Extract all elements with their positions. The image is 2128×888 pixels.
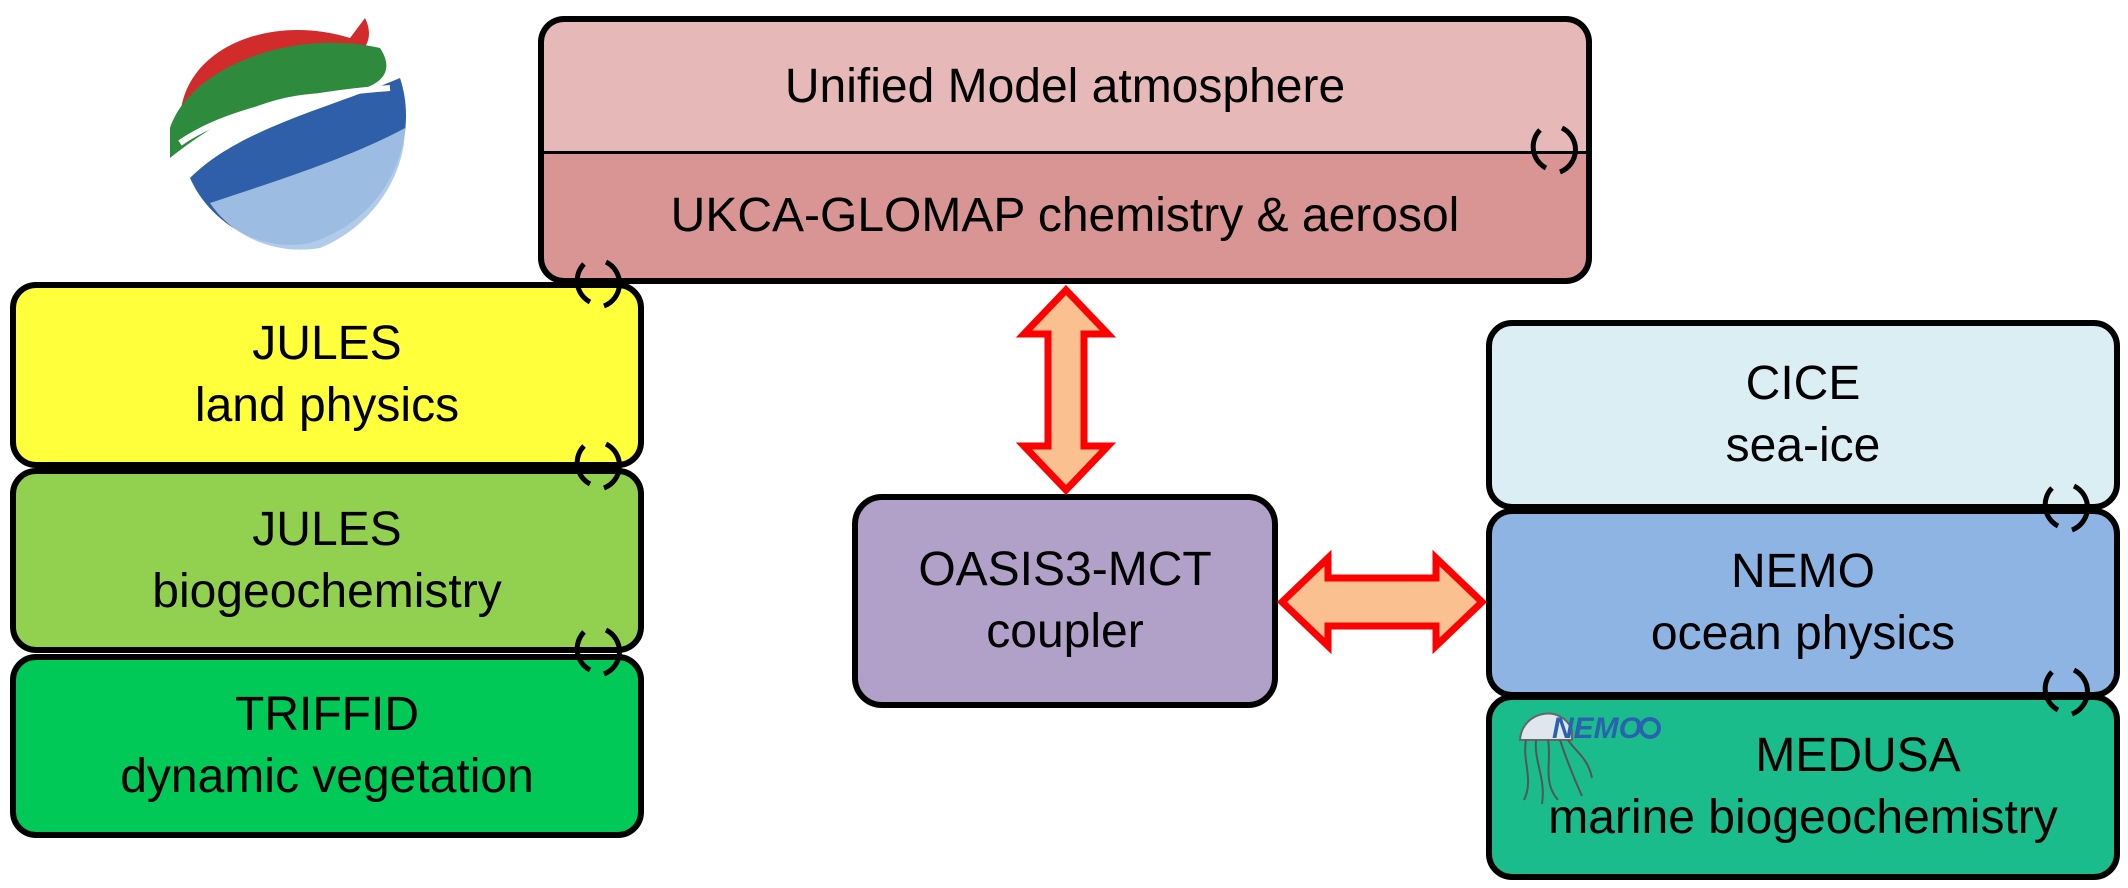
coupling-marker-jules-bgc: [574, 441, 622, 491]
jules-bgc-box: JULES biogeochemistry: [10, 468, 644, 653]
medusa-box: MEDUSA marine biogeochemistry: [1486, 694, 2120, 880]
jules-land-line2: land physics: [194, 379, 460, 432]
triffid-line2: dynamic vegetation: [120, 750, 534, 803]
coupling-marker-cice-nemo: [2042, 483, 2090, 533]
nemo-jellyfish-logo-icon: NEMO: [1518, 712, 1661, 805]
triffid-box: TRIFFID dynamic vegetation: [10, 654, 644, 838]
atmosphere-label: Unified Model atmosphere: [784, 59, 1346, 113]
chemistry-box: UKCA-GLOMAP chemistry & aerosol: [538, 151, 1592, 284]
coupling-marker-atmos-chem: [1530, 125, 1578, 175]
jules-bgc-line1: JULES: [252, 502, 402, 556]
coupler-line2: coupler: [986, 605, 1144, 658]
coupler-line1: OASIS3-MCT: [918, 543, 1212, 596]
cice-line2: sea-ice: [1725, 419, 1881, 472]
coupling-marker-chem-jules: [574, 259, 622, 309]
jules-land-box: JULES land physics: [10, 282, 644, 468]
cice-line1: CICE: [1745, 357, 1861, 410]
chemistry-label: UKCA-GLOMAP chemistry & aerosol: [670, 189, 1460, 242]
nemo-line2: ocean physics: [1650, 607, 1956, 660]
jules-bgc-line2: biogeochemistry: [152, 564, 502, 618]
atmosphere-box: Unified Model atmosphere: [538, 16, 1592, 154]
medusa-line1: MEDUSA: [1755, 729, 1961, 782]
svg-text:NEMO: NEMO: [1552, 712, 1642, 745]
globe-logo-icon: [170, 18, 406, 250]
nemo-line1: NEMO: [1731, 545, 1875, 598]
cice-box: CICE sea-ice: [1486, 320, 2120, 510]
atmosphere-coupler-arrow: [1015, 284, 1117, 496]
triffid-line1: TRIFFID: [235, 688, 419, 741]
coupler-ocean-arrow: [1276, 549, 1488, 655]
coupling-marker-bgc-triffid: [574, 627, 622, 677]
jules-land-line1: JULES: [252, 317, 402, 370]
coupler-box: OASIS3-MCT coupler: [852, 494, 1278, 708]
coupling-marker-nemo-medusa: [2042, 667, 2090, 717]
nemo-box: NEMO ocean physics: [1486, 508, 2120, 698]
medusa-line2: marine biogeochemistry: [1548, 791, 2058, 844]
